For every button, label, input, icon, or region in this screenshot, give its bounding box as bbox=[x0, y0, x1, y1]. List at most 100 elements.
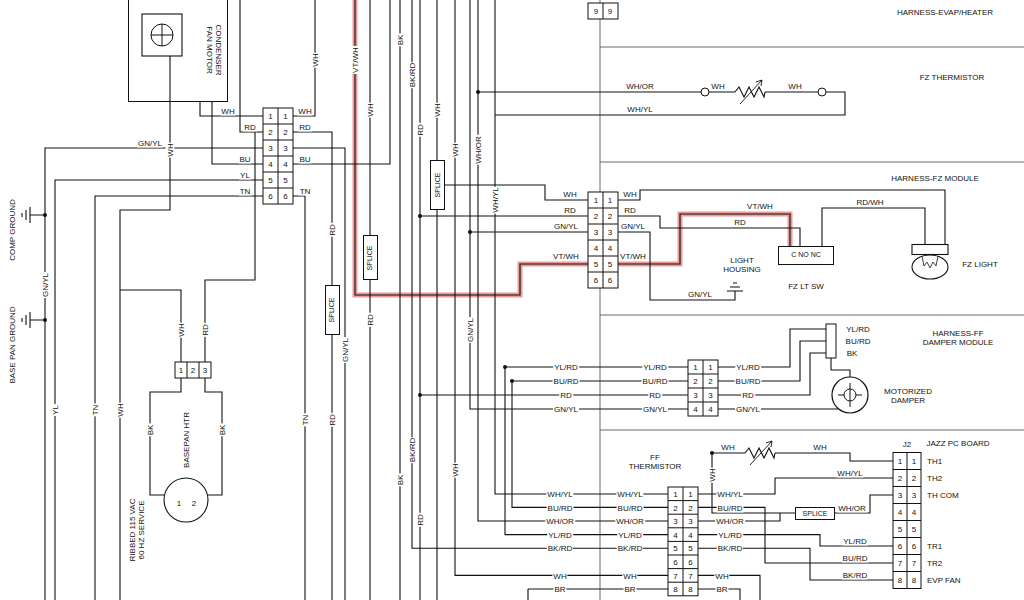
pin-number: 3 bbox=[672, 517, 678, 526]
pin-number: 5 bbox=[267, 176, 273, 185]
pin-number: 3 bbox=[692, 391, 698, 400]
pin-number: 6 bbox=[672, 558, 678, 567]
pin-number: 5 bbox=[911, 525, 917, 534]
junction-dot bbox=[418, 214, 422, 218]
wire-label: RD bbox=[559, 391, 573, 400]
wire-label: YL/RD bbox=[553, 363, 579, 372]
terminal-block bbox=[826, 324, 836, 358]
wire-label: WH/YL bbox=[716, 490, 743, 499]
pin-number: 1 bbox=[692, 363, 698, 372]
pin-number: 1 bbox=[282, 112, 288, 121]
wire-label: BK bbox=[396, 474, 405, 487]
wire-label: WH bbox=[622, 571, 637, 580]
pin-number: 7 bbox=[897, 559, 903, 568]
wire-label: VT/WH bbox=[619, 252, 647, 261]
component-label: CONDENSER FAN MOTOR bbox=[205, 20, 223, 80]
wire-label: WH bbox=[366, 102, 375, 117]
wire-label: RD bbox=[648, 391, 662, 400]
splice-box: SPLICE bbox=[325, 285, 340, 335]
wire-label: VT/WH bbox=[552, 252, 580, 261]
terminal-circle bbox=[818, 88, 826, 96]
pin-number: 1 bbox=[707, 363, 713, 372]
wire-label: RIBBED 115 VAC 60 HZ SERVICE bbox=[128, 496, 146, 564]
wire-label: YL/RD bbox=[735, 363, 761, 372]
pin-number: 1 bbox=[267, 112, 273, 121]
pin-number: 4 bbox=[687, 530, 693, 539]
pin-number: 3 bbox=[897, 491, 903, 500]
component-label: MOTORIZED DAMPER bbox=[876, 387, 940, 405]
wire-label: BU/RD bbox=[717, 503, 744, 512]
pin-number: 3 bbox=[687, 517, 693, 526]
wire-label: RD bbox=[741, 391, 755, 400]
wire-label: WH/OR bbox=[615, 517, 645, 526]
wire-label: RD bbox=[416, 123, 425, 137]
wire-label: TH2 bbox=[926, 474, 943, 483]
wire-label: JAZZ PC BOARD bbox=[925, 439, 990, 448]
pin-number: 2 bbox=[687, 503, 693, 512]
wire-label: BU/RD bbox=[547, 503, 574, 512]
wire-label: HARNESS-EVAP/HEATER bbox=[896, 8, 994, 17]
wire-label: FF THERMISTOR bbox=[624, 453, 686, 471]
wire-label: YL/RD bbox=[617, 530, 643, 539]
component-label: SPLICE bbox=[803, 510, 828, 518]
wire-connector bbox=[822, 208, 925, 246]
wire-label: RD/WH bbox=[855, 198, 884, 207]
splice-outline bbox=[796, 508, 835, 520]
pin-number: 9 bbox=[607, 7, 613, 16]
pin-number: 2 bbox=[190, 366, 196, 375]
pin-number: 2 bbox=[692, 377, 698, 386]
wire-label: HARNESS-FF DAMPER MODULE bbox=[917, 329, 999, 347]
pin-number: 8 bbox=[687, 585, 693, 594]
pin-number: 2 bbox=[897, 474, 903, 483]
wire-label: VT/WH bbox=[351, 46, 360, 74]
splice-outline bbox=[363, 236, 377, 280]
wire-label: BR bbox=[715, 585, 728, 594]
wire-label: WH bbox=[710, 82, 725, 91]
wire-label: BR bbox=[623, 585, 636, 594]
wire-label: WH bbox=[220, 107, 235, 116]
wire-label: RD bbox=[243, 123, 257, 132]
wire-label: HARNESS-FZ MODULE bbox=[890, 174, 980, 183]
wire-label: WH bbox=[787, 82, 802, 91]
pin-number: 2 bbox=[191, 499, 197, 508]
power-plug bbox=[164, 478, 208, 522]
wire-label: BU/RD bbox=[642, 377, 669, 386]
wire-label: GN/YL bbox=[735, 405, 761, 414]
damper-motor: MOTORIZED DAMPER bbox=[830, 375, 942, 417]
wire-label: GN/YL bbox=[341, 337, 350, 363]
junction-dot bbox=[510, 379, 514, 383]
junction-dot bbox=[418, 393, 422, 397]
junction-dot bbox=[43, 213, 47, 217]
pin-number: 4 bbox=[672, 530, 678, 539]
pin-number: 5 bbox=[672, 544, 678, 553]
wire-label: WH/OR bbox=[837, 504, 867, 513]
junction-dot bbox=[503, 365, 507, 369]
pin-number: 1 bbox=[178, 366, 184, 375]
wire-label: BU/RD bbox=[842, 554, 869, 563]
component-label: SPLICE bbox=[434, 173, 442, 198]
wire-label: WH bbox=[451, 462, 460, 477]
pin-number: 2 bbox=[282, 128, 288, 137]
wire-label: WH bbox=[451, 142, 460, 157]
wire-label: RD bbox=[328, 413, 337, 427]
wire-label: TN bbox=[91, 404, 100, 417]
wire-label: WH/YL bbox=[836, 469, 863, 478]
pin-number: 3 bbox=[593, 228, 599, 237]
wire-label: FZ THERMISTOR bbox=[919, 73, 986, 82]
wire-label: COMP GROUND bbox=[8, 198, 17, 262]
wire-label: YL/RD bbox=[842, 537, 868, 546]
wire-label: RD bbox=[733, 218, 747, 227]
wire-label: WH bbox=[297, 107, 312, 116]
wire-label: TH1 bbox=[926, 457, 943, 466]
pin-number: 1 bbox=[593, 196, 599, 205]
pin-number: 2 bbox=[707, 377, 713, 386]
pin-number: 5 bbox=[687, 544, 693, 553]
wire-label: BU bbox=[238, 155, 251, 164]
pin-number: 1 bbox=[607, 196, 613, 205]
damper-motor-ring bbox=[832, 377, 868, 413]
component-label: SPLICE bbox=[328, 298, 336, 323]
wire-label: YL/RD bbox=[845, 325, 871, 334]
pin-number: 4 bbox=[282, 160, 288, 169]
splice-box: SPLICE bbox=[363, 235, 378, 280]
wire-label: WH bbox=[562, 190, 577, 199]
